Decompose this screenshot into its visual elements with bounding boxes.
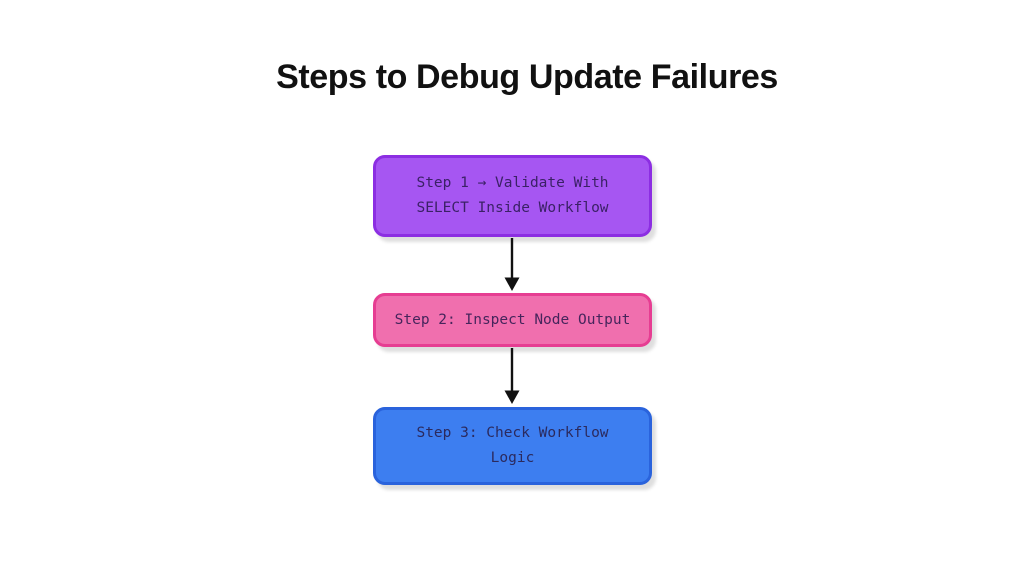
connector-arrow-down-2 bbox=[504, 348, 520, 404]
connector-arrow-down-1 bbox=[504, 238, 520, 291]
connector-arrowhead bbox=[504, 390, 520, 404]
connector-arrowhead bbox=[504, 277, 520, 291]
diagram-title: Steps to Debug Update Failures bbox=[276, 58, 778, 96]
flow-node-step-3: Step 3: Check Workflow Logic bbox=[373, 407, 652, 485]
node-text-line: Step 1 → Validate With bbox=[416, 175, 609, 191]
node-text-line: Logic bbox=[490, 450, 535, 466]
flow-node-step-2: Step 2: Inspect Node Output bbox=[373, 293, 652, 347]
node-text-line: Step 2: Inspect Node Output bbox=[394, 311, 631, 328]
node-text-line: Step 3: Check Workflow bbox=[416, 425, 609, 441]
node-text-line: SELECT Inside Workflow bbox=[416, 200, 609, 216]
flow-node-step-1: Step 1 → Validate With SELECT Inside Wor… bbox=[373, 155, 652, 237]
